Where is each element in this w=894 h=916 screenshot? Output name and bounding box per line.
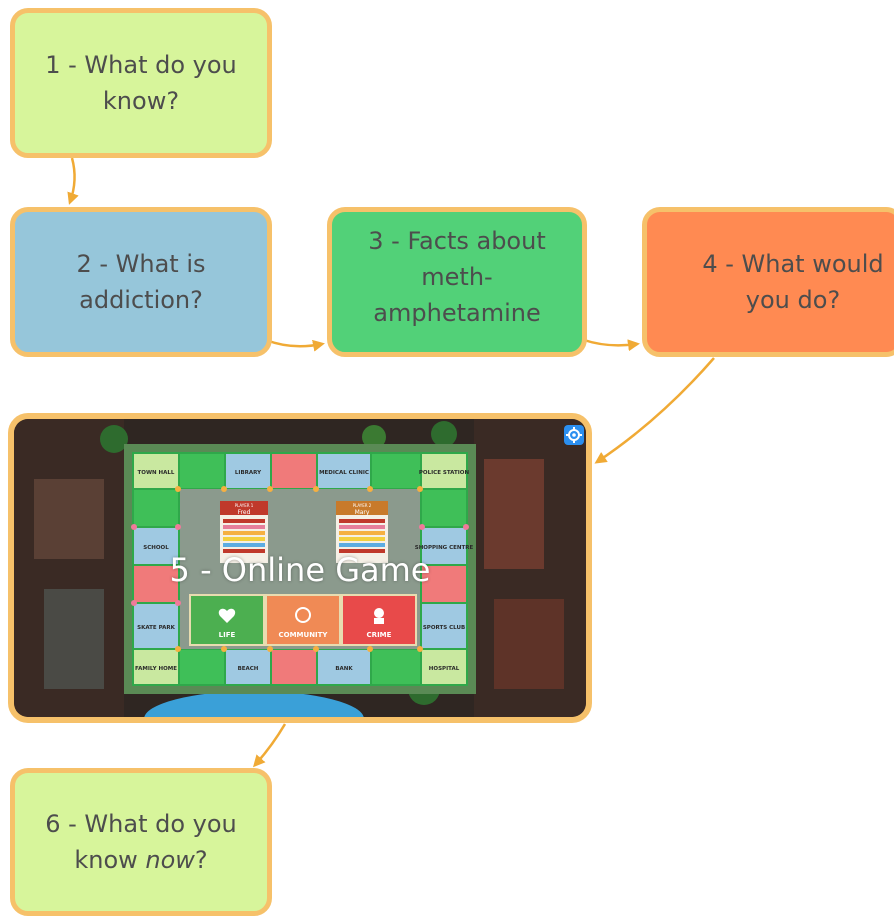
arrow-2-to-3 (265, 338, 325, 352)
action-cards: LIFE COMMUNITY CRIME (189, 594, 417, 646)
player-2-name: Mary (355, 509, 370, 516)
node-2-label: 2 - What is addiction? (76, 250, 206, 314)
player-2-tag: PLAYER 2 (353, 503, 372, 508)
tile-label: POLICE STATION (419, 470, 470, 476)
card-label: LIFE (219, 631, 236, 639)
arrow-1-to-2 (67, 157, 79, 205)
tile-label: BEACH (238, 666, 259, 672)
node-6-prefix: 6 - What do you know (45, 810, 237, 874)
node-6-suffix: ? (194, 846, 208, 874)
player-card-2: PLAYER 2 Mary (336, 501, 388, 563)
player-card-1: PLAYER 1 Fred (220, 501, 268, 563)
card-label: CRIME (367, 631, 392, 639)
tile-label: MEDICAL CLINIC (319, 470, 369, 476)
game-board-image: TOWN HALL LIBRARY MEDICAL CLINIC POLICE … (14, 419, 586, 717)
node-6-label: 6 - What do you know now? (41, 806, 241, 878)
tile-label: SCHOOL (143, 545, 169, 551)
tile-label: HOSPITAL (429, 666, 460, 672)
community-icon (295, 607, 311, 623)
tile-label: SKATE PARK (137, 625, 175, 631)
node-6-emphasis: now (145, 846, 195, 874)
node-1-label: 1 - What do you know? (45, 51, 237, 115)
node-what-is-addiction[interactable]: 2 - What is addiction? (10, 207, 272, 357)
tile-label: SPORTS CLUB (423, 625, 465, 631)
arrow-3-to-4 (583, 338, 640, 352)
player-1-tag: PLAYER 1 (235, 503, 254, 508)
arrow-4-to-5 (594, 357, 715, 464)
node-3-label: 3 - Facts about meth-amphetamine (368, 227, 546, 327)
tile-label: LIBRARY (235, 470, 262, 476)
node-4-label: 4 - What would you do? (702, 250, 884, 314)
tile-label: TOWN HALL (138, 470, 175, 476)
heart-icon (218, 608, 236, 623)
tile-label: FAMILY HOME (135, 666, 177, 672)
tile-label: SHOPPING CENTRE (415, 545, 474, 551)
card-label: COMMUNITY (278, 631, 328, 639)
node-online-game[interactable]: TOWN HALL LIBRARY MEDICAL CLINIC POLICE … (8, 413, 592, 723)
gear-icon[interactable] (564, 425, 584, 445)
node-5-label: 5 - Online Game (169, 551, 431, 589)
crime-icon (374, 608, 384, 618)
node-what-do-you-know[interactable]: 1 - What do you know? (10, 8, 272, 158)
arrow-5-to-6 (252, 723, 287, 768)
node-what-do-you-know-now[interactable]: 6 - What do you know now? (10, 768, 272, 916)
node-what-would-you-do[interactable]: 4 - What would you do? (642, 207, 894, 357)
board-tiles (134, 454, 466, 684)
player-1-name: Fred (238, 509, 251, 516)
node-facts-methamphetamine[interactable]: 3 - Facts about meth-amphetamine (327, 207, 587, 357)
tile-label: BANK (335, 666, 353, 672)
